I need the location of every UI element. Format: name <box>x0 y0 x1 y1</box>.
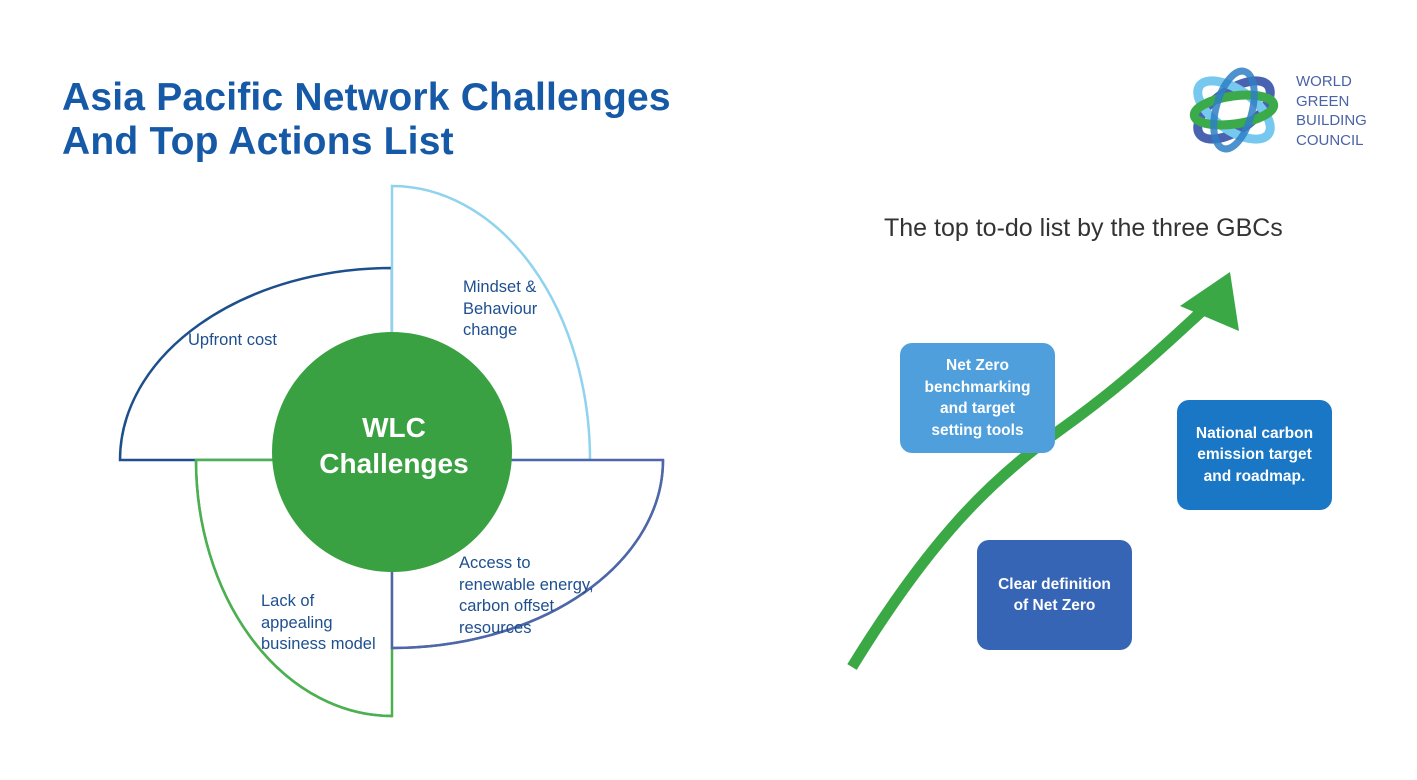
todo-list-title: The top to-do list by the three GBCs <box>884 214 1283 242</box>
label-access: Access to renewable energy, carbon offse… <box>459 553 594 639</box>
label-business-model: Lack of appealing business model <box>261 591 376 656</box>
label-mindset-line-3: change <box>463 321 518 339</box>
todo-box-benchmarking-line-2: benchmarking <box>924 378 1031 396</box>
todo-box-benchmarking-line-3: and target <box>940 400 1015 417</box>
logo-line-3: BUILDING <box>1296 112 1367 129</box>
label-access-line-3: carbon offset <box>459 597 555 615</box>
label-access-line-2: renewable energy, <box>459 575 594 594</box>
label-access-line-1: Access to <box>459 554 531 572</box>
page-title: Asia Pacific Network Challenges And Top … <box>62 76 671 164</box>
label-mindset: Mindset & Behaviour change <box>463 277 537 342</box>
label-upfront-cost-line-1: Upfront cost <box>188 331 277 349</box>
label-upfront-cost: Upfront cost <box>188 330 277 352</box>
todo-box-definition-line-2: of Net Zero <box>1013 597 1096 614</box>
todo-box-benchmarking-line-1: Net Zero <box>946 357 1009 374</box>
label-business-line-3: business model <box>261 635 376 653</box>
page-title-line-2: And Top Actions List <box>62 120 454 163</box>
todo-box-national-line-3: and roadmap. <box>1203 467 1306 485</box>
wlc-center-circle <box>272 332 512 572</box>
label-mindset-line-2: Behaviour <box>463 299 538 318</box>
todo-box-national-line-1: National carbon <box>1195 424 1314 442</box>
todo-box-definition-line-1: Clear definition <box>998 575 1111 593</box>
todo-box-national-target: National carbon emission target and road… <box>1177 400 1332 510</box>
label-mindset-line-1: Mindset & <box>463 278 537 296</box>
todo-box-benchmarking: Net Zero benchmarking and target setting… <box>900 343 1055 453</box>
wlc-center-line-1: WLC <box>362 412 426 443</box>
segment-business-outer-arc <box>194 459 393 718</box>
segment-access-outer-arc <box>391 459 665 650</box>
logo-line-1: WORLD <box>1296 73 1352 90</box>
growth-arrow-head <box>1180 272 1239 331</box>
logo-line-2: GREEN <box>1296 92 1350 110</box>
wlc-center-label: WLC Challenges <box>274 410 514 482</box>
todo-box-definition: Clear definition of Net Zero <box>977 540 1132 650</box>
logo-wordmark: WORLD GREEN BUILDING COUNCIL <box>1296 72 1367 150</box>
logo-line-4: COUNCIL <box>1296 131 1364 149</box>
globe-swirl-icon <box>1189 67 1279 153</box>
wlc-center-line-2: Challenges <box>319 448 469 479</box>
todo-box-benchmarking-line-4: setting tools <box>931 421 1024 439</box>
wgbc-logo: WORLD GREEN BUILDING COUNCIL <box>1188 66 1378 158</box>
label-business-line-2: appealing <box>261 613 333 632</box>
label-business-line-1: Lack of <box>261 592 315 610</box>
label-access-line-4: resources <box>459 618 532 637</box>
page-title-line-1: Asia Pacific Network Challenges <box>62 76 671 119</box>
todo-box-national-line-2: emission target <box>1197 446 1312 464</box>
